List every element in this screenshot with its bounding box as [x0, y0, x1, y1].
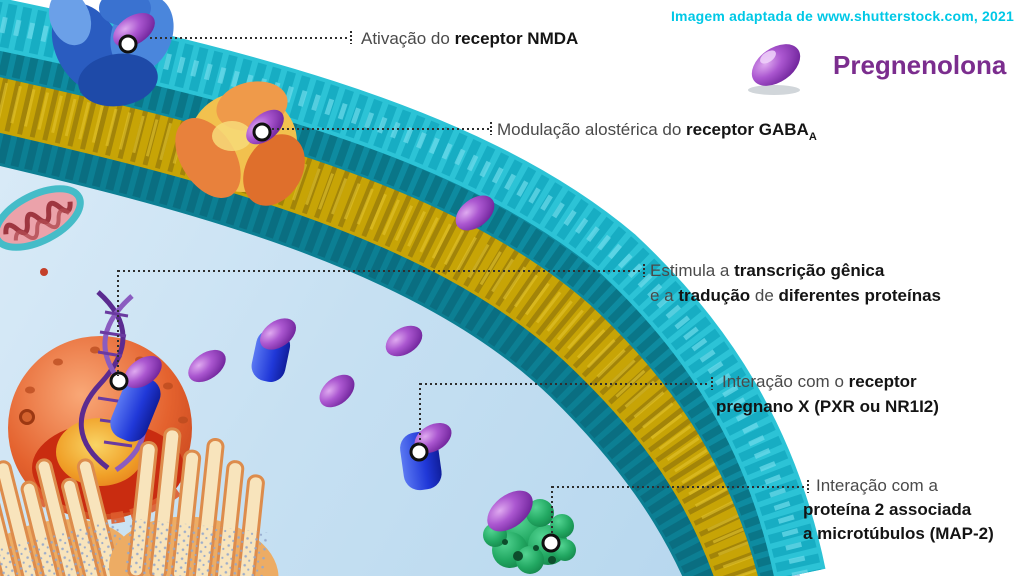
label-text-bold: receptor GABA — [686, 120, 809, 139]
site-marker-dot — [118, 34, 138, 54]
label-line-1: Interação com a — [816, 474, 994, 498]
nuclear-pore — [19, 409, 35, 425]
callout-map2-label: Interação com a proteína 2 associada a m… — [803, 474, 994, 546]
label-text: Interação com a — [816, 476, 938, 495]
callout-tick-pxr — [711, 377, 713, 390]
label-text-bold: a microtúbulos (MAP-2) — [803, 524, 994, 543]
callout-line-transcription-vertical — [117, 270, 119, 376]
label-text: e a — [650, 286, 679, 305]
callout-pxr-label: Interação com o receptor pregnano X (PXR… — [716, 369, 939, 419]
callout-line-nmda — [150, 37, 350, 39]
callout-line-map2 — [552, 486, 806, 488]
callout-tick-map2 — [807, 480, 809, 493]
inner-leaflet-texture — [0, 127, 723, 576]
lipid-tails — [0, 69, 780, 576]
pregnenolone-molecule — [259, 318, 297, 350]
pregnenolone-molecule — [188, 349, 226, 383]
label-text-bold: pregnano X (PXR ou NR1I2) — [716, 397, 939, 416]
label-text-bold: receptor — [848, 372, 917, 391]
label-text: de — [750, 286, 779, 305]
callout-nmda-label: Ativação do receptor NMDA — [361, 27, 578, 51]
callout-line-pxr-vertical — [419, 383, 421, 444]
callout-tick-transcription — [643, 264, 645, 277]
pregnenolone-molecule — [487, 490, 533, 532]
label-line-2: pregnano X (PXR ou NR1I2) — [716, 394, 939, 419]
pregnenolone-molecule — [319, 374, 355, 408]
pregnenolone-molecule — [455, 195, 495, 231]
image-credit: Imagem adaptada de www.shutterstock.com,… — [670, 8, 1014, 24]
label-text-bold: proteína 2 associada — [803, 500, 972, 519]
callout-tick-gaba — [490, 122, 492, 135]
nuclear-receptor-cylinder — [110, 375, 161, 442]
label-text-bold: transcrição gênica — [734, 261, 885, 280]
label-line-2: e a tradução de diferentes proteínas — [650, 283, 941, 308]
label-line-1: Interação com o receptor — [722, 369, 939, 394]
cell-membrane-bilayer — [0, 0, 826, 576]
label-text: Modulação alostérica do — [497, 120, 687, 139]
label-line-1: Estimula a transcrição gênica — [650, 258, 941, 283]
site-marker-dot — [409, 442, 429, 462]
callout-line-gaba — [272, 128, 490, 130]
label-text: Estimula a — [650, 261, 735, 280]
site-marker-dot — [252, 122, 272, 142]
outer-leaflet-shadow-texture — [0, 47, 789, 576]
site-marker-dot — [109, 371, 129, 391]
pregnenolone-molecule — [385, 325, 423, 357]
pregnenolone-molecule — [124, 355, 162, 389]
label-text: Ativação do — [361, 29, 455, 48]
outer-leaflet-sheen — [0, 16, 808, 576]
label-text: Interação com o — [722, 372, 849, 391]
label-line-2: proteína 2 associada — [803, 498, 994, 522]
callout-line-pxr — [420, 383, 710, 385]
label-text-bold: tradução — [678, 286, 751, 305]
legend-title: Pregnenolona — [833, 50, 1007, 80]
vesicle-speck — [40, 268, 48, 276]
label-text-bold: receptor NMDA — [454, 29, 579, 48]
label-line-3: a microtúbulos (MAP-2) — [803, 522, 994, 546]
callout-line-map2-vertical — [551, 486, 553, 535]
endoplasmic-reticulum-right — [109, 427, 279, 576]
mitochondrion — [0, 185, 84, 251]
pregnenolone-legend-icon — [748, 44, 801, 95]
label-subscript: A — [808, 131, 817, 143]
callout-gaba-label: Modulação alostérica do receptor GABAA — [497, 118, 817, 149]
callout-transcription-label: Estimula a transcrição gênica e a traduç… — [650, 258, 941, 308]
label-text-bold: diferentes proteínas — [778, 286, 942, 305]
site-marker-dot — [541, 533, 561, 553]
callout-line-transcription — [118, 270, 642, 272]
callout-tick-nmda — [350, 31, 352, 44]
endoplasmic-reticulum-left — [0, 458, 135, 576]
